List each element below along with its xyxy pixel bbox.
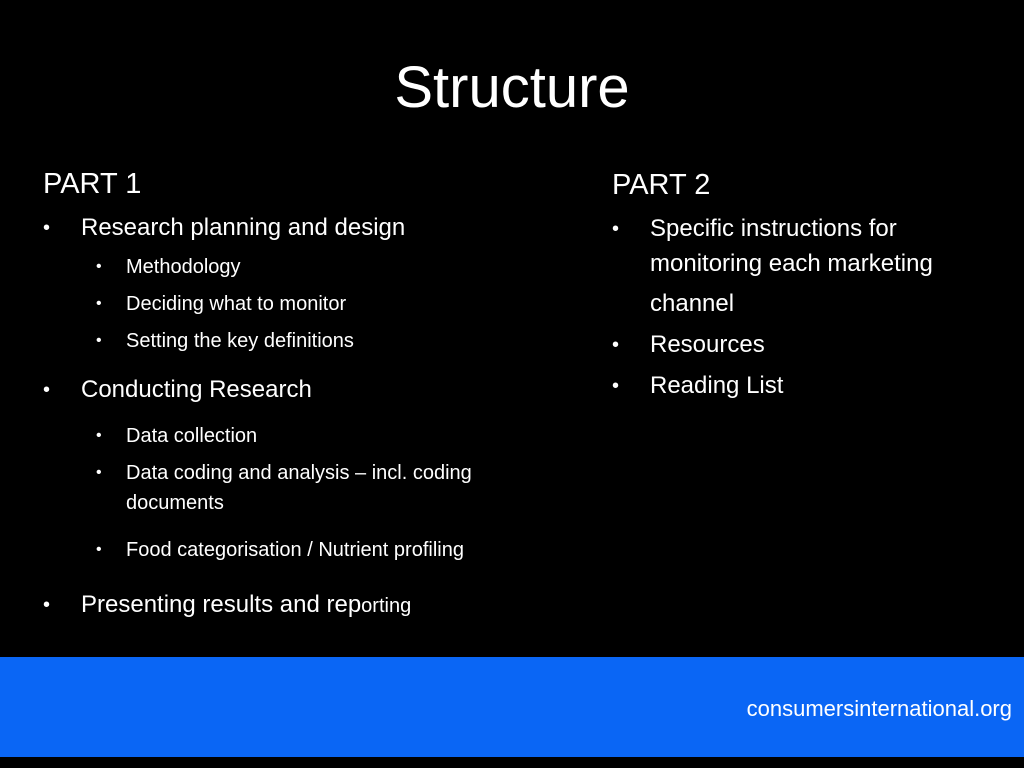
list-item-label: channel (650, 290, 735, 317)
list-item-label: Presenting results and reporting (81, 588, 411, 623)
bullet-icon: • (96, 295, 102, 312)
bullet-icon: • (96, 464, 102, 481)
sub-list-item-label: Data coding and analysis – incl. coding (126, 462, 472, 484)
bullet-icon: • (43, 594, 51, 616)
bullet-icon: • (96, 541, 102, 558)
sub-list-item-label: Deciding what to monitor (126, 293, 347, 315)
list-item-label-main: Presenting results and rep (81, 591, 362, 618)
bullet-icon: • (612, 218, 620, 240)
list-item-label: Resources (650, 331, 765, 358)
bullet-icon: • (612, 375, 620, 397)
sub-list-item-label: documents (126, 492, 224, 514)
sub-list-item-label: Data collection (126, 425, 258, 447)
list-item-label: Conducting Research (81, 376, 312, 403)
list-item-label-tail: orting (361, 595, 412, 617)
bullet-icon: • (96, 258, 102, 275)
list-item-label: Specific instructions for (650, 215, 897, 242)
footer-url: consumersinternational.org (746, 696, 1012, 721)
slide-title: Structure (394, 55, 630, 120)
sub-list-item-label: Methodology (126, 256, 241, 278)
part1-heading: PART 1 (43, 168, 142, 200)
bullet-icon: • (43, 217, 51, 239)
footer-band: consumersinternational.org (0, 657, 1024, 757)
footer-bottom-strip (0, 757, 1024, 768)
bullet-icon: • (612, 334, 620, 356)
list-item-label: Reading List (650, 372, 784, 399)
list-item-label: monitoring each marketing (650, 250, 933, 277)
sub-list-item-label: Setting the key definitions (126, 330, 354, 352)
sub-list-item-label: Food categorisation / Nutrient profiling (126, 539, 464, 561)
part2-heading: PART 2 (612, 169, 711, 201)
list-item-label: Research planning and design (81, 214, 406, 241)
bullet-icon: • (96, 427, 102, 444)
bullet-icon: • (43, 379, 51, 401)
bullet-icon: • (96, 332, 102, 349)
